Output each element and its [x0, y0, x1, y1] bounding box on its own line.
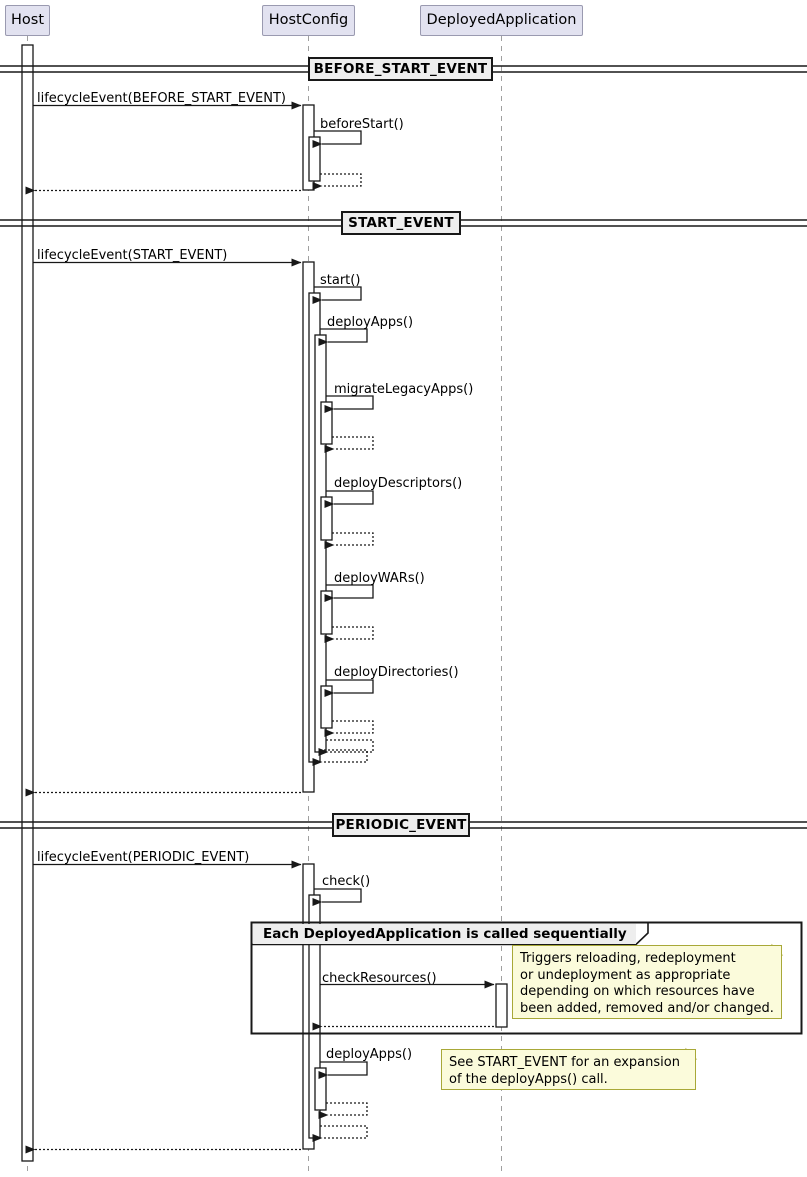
divider-before-start-event: BEFORE_START_EVENT: [308, 57, 493, 81]
arrow-deployApps-periodic: [318, 1061, 368, 1079]
participant-host[interactable]: Host: [5, 5, 50, 36]
message-label-deployDescriptors: deployDescriptors(): [334, 476, 463, 491]
message-label-checkResources: checkResources(): [322, 971, 437, 986]
message-label-beforeStart: beforeStart(): [320, 117, 404, 132]
arrow-beforeStart-return: [312, 173, 362, 190]
arrow-deployDescriptors-return: [324, 532, 374, 549]
divider-before-start-event-label: BEFORE_START_EVENT: [313, 61, 488, 77]
arrow-check-return: [312, 1125, 368, 1142]
participant-hostconfig-label: HostConfig: [268, 12, 349, 29]
message-label-lifecycleEvent-periodic: lifecycleEvent(PERIODIC_EVENT): [37, 850, 250, 865]
arrow-start: [312, 286, 362, 304]
note-check-resources: Triggers reloading, redeployment or unde…: [512, 945, 782, 1019]
arrow-deployWARs-return: [324, 626, 374, 643]
arrow-deployDirectories: [324, 679, 374, 697]
message-arrows: [25, 101, 495, 1154]
message-label-start: start(): [320, 273, 361, 288]
message-label-deployWARs: deployWARs(): [334, 571, 425, 586]
group-label-each-deployed-application: Each DeployedApplication is called seque…: [253, 924, 636, 944]
arrow-check: [312, 888, 362, 906]
participant-deployedapplication-label: DeployedApplication: [426, 12, 577, 29]
note-deploy-apps: See START_EVENT for an expansion of the …: [441, 1049, 696, 1090]
divider-start-event: START_EVENT: [341, 211, 461, 235]
arrow-migrateLegacyApps-return: [324, 436, 374, 453]
divider-start-event-label: START_EVENT: [348, 215, 454, 231]
divider-periodic-event: PERIODIC_EVENT: [332, 813, 470, 837]
participant-deployedapplication[interactable]: DeployedApplication: [420, 5, 583, 36]
participant-hostconfig[interactable]: HostConfig: [262, 5, 355, 36]
arrow-deployWARs: [324, 584, 374, 602]
divider-periodic-event-label: PERIODIC_EVENT: [335, 817, 467, 833]
arrow-migrateLegacyApps: [324, 395, 374, 413]
message-label-lifecycleEvent-start: lifecycleEvent(START_EVENT): [37, 248, 228, 263]
arrow-deployDirectories-return: [324, 720, 374, 737]
message-label-deployDirectories: deployDirectories(): [334, 665, 459, 680]
arrow-deployApps: [318, 328, 368, 346]
message-label-deployApps: deployApps(): [327, 315, 414, 330]
message-label-migrateLegacyApps: migrateLegacyApps(): [334, 382, 474, 397]
activation-bars: [21, 44, 508, 1162]
group-label-text: Each DeployedApplication is called seque…: [263, 926, 627, 942]
message-label-deployApps-periodic: deployApps(): [326, 1047, 413, 1062]
lifelines: [27, 36, 502, 1172]
arrow-deployApps-return: [318, 739, 374, 756]
arrow-start-return: [312, 749, 368, 766]
group-frame-each-deployed-application: [250, 921, 803, 1035]
divider-rules: [0, 65, 807, 829]
message-label-check: check(): [322, 874, 371, 889]
message-label-lifecycleEvent-before-start: lifecycleEvent(BEFORE_START_EVENT): [37, 91, 286, 106]
participant-host-label: Host: [10, 12, 44, 29]
arrow-deployDescriptors: [324, 490, 374, 508]
arrow-beforeStart: [312, 130, 362, 148]
arrow-deployApps-periodic-return: [318, 1102, 368, 1119]
